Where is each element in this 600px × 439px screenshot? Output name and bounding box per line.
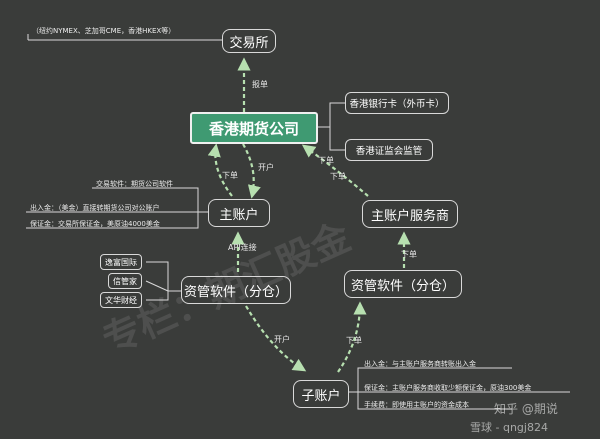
sub-leaf-fee: 手续费：即使用主账户的资金成本: [364, 401, 469, 409]
bank-card-node: 香港银行卡（外币卡）: [345, 92, 449, 114]
xinzhijia-node: 信管家: [108, 273, 142, 289]
software-left-node: 资管软件（分仓）: [181, 276, 291, 304]
wenhua-node: 文华财经: [100, 292, 142, 308]
sub-leaf-deposit: 出入金：与主账户服务商转账出入金: [364, 360, 476, 368]
label-report: 报单: [252, 80, 268, 89]
label-order-1: 下单: [222, 171, 238, 180]
label-order-4: 下单: [346, 336, 362, 345]
sub-leaf-margin: 保证金：主账户服务商收取少额保证金，原油300美金: [364, 384, 532, 392]
footer-brand: 雪球 - qngj824: [470, 421, 548, 434]
exchange-note: （纽约NYMEX、芝加哥CME，香港HKEX等）: [32, 27, 176, 35]
exchange-node: 交易所: [222, 29, 276, 53]
footer-handle: 知乎 @期说: [494, 402, 558, 416]
main-account-node: 主账户: [208, 199, 270, 227]
main-leaf-deposit: 出入金：（美金）直接转期货公司对公账户: [30, 204, 160, 212]
center-node-hk-futures: 香港期货公司: [190, 112, 318, 144]
label-open-2: 开户: [274, 335, 290, 344]
label-order-2: 下单: [318, 156, 334, 165]
software-right-node: 资管软件（分仓）: [344, 270, 462, 298]
main-provider-node: 主账户服务商: [362, 200, 458, 228]
main-leaf-margin: 保证金：交易所保证金，美原油4000美金: [30, 220, 160, 228]
sfc-node: 香港证监会监管: [345, 139, 433, 161]
label-order-right: 下单: [401, 250, 417, 259]
label-order-3: 下单: [330, 172, 346, 181]
yixin-node: 逸富国际: [100, 254, 142, 270]
label-api: API连接: [228, 243, 257, 252]
tree-lines: [26, 34, 570, 410]
sub-account-node: 子账户: [293, 380, 349, 408]
main-leaf-software: 交易软件：期货公司软件: [96, 180, 173, 188]
flow-arrows: [207, 57, 411, 373]
label-open-1: 开户: [258, 163, 274, 172]
